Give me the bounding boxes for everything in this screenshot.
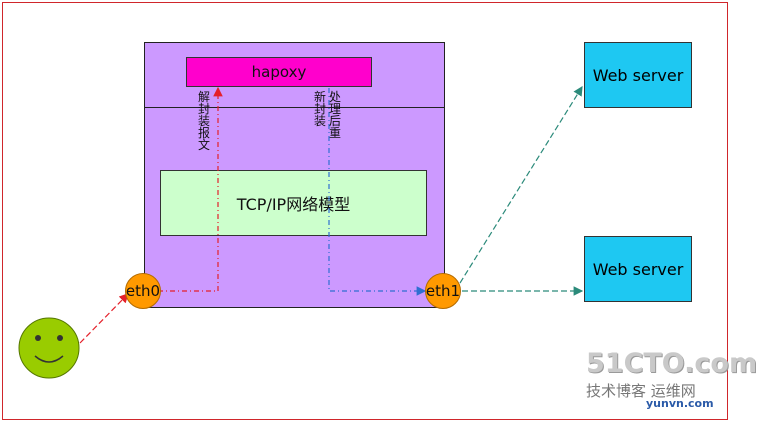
watermark-site: yunvn.com xyxy=(646,397,714,410)
watermark: 51CTO.com 技术博客 运维网 xyxy=(586,350,757,401)
eth1-label: eth1 xyxy=(425,282,461,300)
watermark-line: 技术博客 运维网 xyxy=(586,382,696,400)
connector-layer xyxy=(18,85,584,379)
eth1-interface: eth1 xyxy=(425,273,461,309)
web-server-1-label: Web server xyxy=(592,65,684,85)
reencapsulate-annotation-col1: 新封装 xyxy=(313,90,326,128)
reencapsulate-annotation-col2: 处理后重 xyxy=(328,90,341,140)
client-smiley-icon xyxy=(18,317,80,379)
hapoxy-to-eth1-arrow xyxy=(328,88,427,296)
web-server-1: Web server xyxy=(584,42,692,108)
web-server-2: Web server xyxy=(584,236,692,302)
tcp-model-label: TCP/IP网络模型 xyxy=(236,195,351,214)
watermark-brand: 51CTO.com xyxy=(586,348,757,379)
hapoxy-label: hapoxy xyxy=(251,63,307,81)
web-server-2-label: Web server xyxy=(592,259,684,279)
host-divider xyxy=(144,107,445,108)
decapsulate-annotation: 解封装报文 xyxy=(197,90,210,152)
eth1-to-server1-arrow xyxy=(459,85,583,284)
tcp-model-box: TCP/IP网络模型 xyxy=(160,170,427,236)
eth0-to-hapoxy-arrow xyxy=(158,86,223,292)
outer-frame xyxy=(2,2,728,420)
eth0-interface: eth0 xyxy=(125,273,161,309)
client-to-eth0-arrow xyxy=(79,293,129,344)
eth0-label: eth0 xyxy=(125,282,161,300)
hapoxy-box: hapoxy xyxy=(186,57,372,87)
